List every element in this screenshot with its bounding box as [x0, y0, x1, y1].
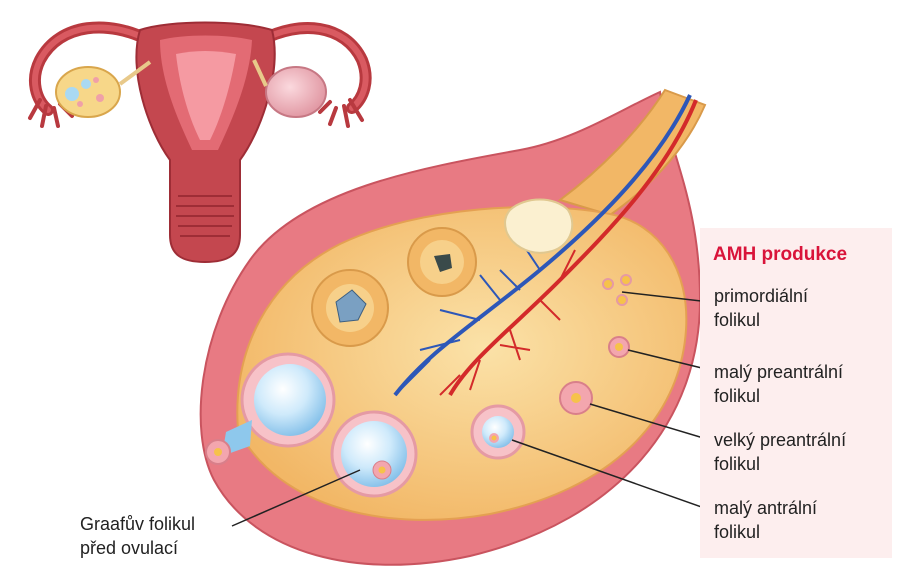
label-primordial-follicle: primordiální folikul: [714, 284, 808, 332]
small-preantral-follicle: [609, 337, 629, 357]
label-graafian-follicle: Graafův folikul před ovulací: [80, 512, 195, 560]
panel-title: AMH produkce: [713, 244, 847, 266]
label-small-preantral-follicle: malý preantrální folikul: [714, 360, 843, 408]
ovary-illustration-large: [201, 90, 705, 565]
label-small-antral-follicle: malý antrální folikul: [714, 496, 817, 544]
label-large-preantral-follicle: velký preantrální folikul: [714, 428, 846, 476]
graafian-follicle: [332, 412, 416, 496]
small-antral-follicle: [472, 406, 524, 458]
large-preantral-follicle: [560, 382, 592, 414]
